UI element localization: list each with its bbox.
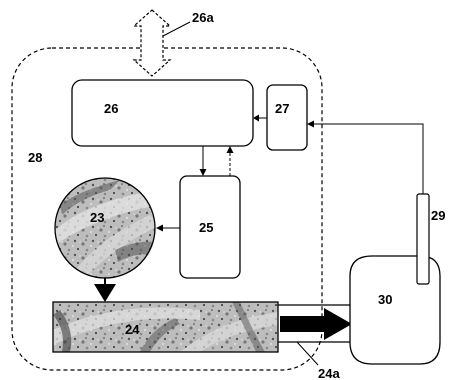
label-29: 29 — [431, 208, 445, 223]
label-28: 28 — [28, 150, 42, 165]
label-24a: 24a — [318, 366, 340, 380]
label-24: 24 — [125, 322, 140, 337]
leader-line-24a — [296, 341, 319, 366]
enclosure-28 — [11, 47, 323, 371]
arrowhead-23-to-24 — [94, 284, 116, 302]
label-26a: 26a — [192, 10, 214, 25]
probe-29 — [416, 193, 430, 285]
arrowhead-25-to-23 — [156, 224, 163, 232]
block-26 — [71, 79, 254, 147]
block-27 — [266, 84, 308, 151]
leader-line-26a — [162, 21, 191, 37]
label-23: 23 — [90, 210, 104, 225]
arrowhead-27-to-26 — [253, 114, 259, 122]
signal-line-29-to-27 — [314, 123, 424, 194]
label-30: 30 — [378, 292, 392, 307]
arrowhead-26-to-25 — [199, 169, 207, 176]
label-27: 27 — [275, 101, 289, 116]
arrowhead-29-to-27 — [307, 120, 314, 128]
textured-disc-23 — [54, 177, 156, 279]
dashed-double-arrow-26a — [132, 9, 172, 77]
label-25: 25 — [199, 220, 213, 235]
arrowhead-25-to-26 — [226, 146, 234, 153]
textured-bar-24 — [52, 301, 279, 353]
thick-arrow-24-to-30 — [280, 308, 352, 340]
block-25 — [179, 175, 241, 279]
label-26: 26 — [104, 101, 118, 116]
